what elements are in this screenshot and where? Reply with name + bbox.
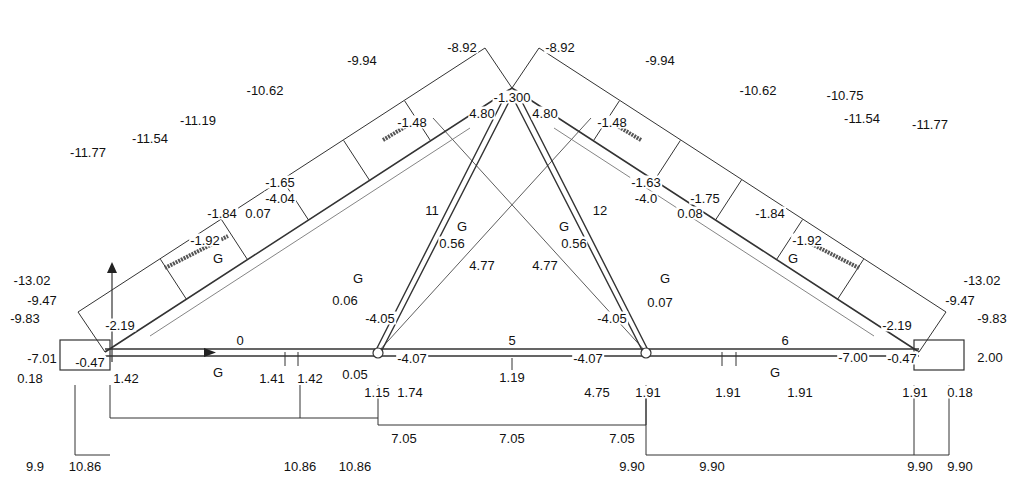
force-value: -10.62 [246, 84, 285, 97]
force-value: -13.02 [13, 274, 52, 287]
force-value: -4.05 [596, 312, 628, 325]
force-value: 7.05 [608, 432, 635, 445]
force-value: 5 [507, 334, 516, 347]
force-value: -9.83 [9, 312, 41, 325]
force-value: -9.94 [644, 54, 676, 67]
force-value: 6 [780, 334, 789, 347]
force-value: -7.00 [837, 351, 869, 364]
force-value: 2.00 [976, 351, 1003, 364]
force-value: -1.75 [689, 192, 721, 205]
force-value: 4.75 [583, 386, 610, 399]
force-value: G [659, 272, 671, 285]
force-value: -9.94 [346, 54, 378, 67]
force-value: -11.77 [69, 146, 107, 159]
force-value: -10.75 [826, 89, 865, 102]
force-value: -10.62 [739, 84, 778, 97]
force-value: 7.05 [498, 432, 525, 445]
force-value: 0.18 [946, 386, 973, 399]
force-value: 10.86 [338, 460, 373, 473]
force-value: 4.80 [531, 107, 558, 120]
force-value: G [456, 220, 468, 233]
force-value: G [769, 366, 781, 379]
force-value: -11.54 [843, 112, 881, 125]
force-value: 0.07 [646, 296, 673, 309]
force-value: -1.48 [396, 116, 428, 129]
force-value: -0.47 [886, 352, 918, 365]
force-value: -8.92 [446, 41, 478, 54]
force-value: 1.91 [901, 386, 928, 399]
force-value: 0 [235, 334, 244, 347]
force-value: 10.86 [283, 460, 318, 473]
force-value: 9.90 [698, 460, 725, 473]
force-value: 0.08 [676, 207, 703, 220]
force-value: G [787, 252, 799, 265]
force-value: 9.90 [618, 460, 645, 473]
force-value: 1.91 [714, 386, 741, 399]
force-value: -1.84 [754, 207, 786, 220]
force-value: 9.90 [946, 460, 973, 473]
force-value: 1.91 [634, 386, 661, 399]
force-value: 1.42 [112, 372, 139, 385]
force-value: -7.01 [26, 352, 58, 365]
force-value: -9.83 [976, 312, 1008, 325]
force-value: 10.86 [68, 460, 103, 473]
force-value: -4.04 [264, 192, 296, 205]
force-value: -8.92 [544, 41, 576, 54]
force-value: 1.91 [786, 386, 813, 399]
force-value: -2.19 [881, 319, 913, 332]
force-value: -1.92 [189, 234, 221, 247]
force-value: 1.74 [396, 386, 423, 399]
force-value: -4.07 [396, 352, 428, 365]
force-value: G [212, 366, 224, 379]
force-value: -1.84 [206, 207, 238, 220]
force-value: 0.56 [560, 237, 587, 250]
force-value: -9.47 [26, 294, 58, 307]
force-value: G [352, 272, 364, 285]
force-value: 0.56 [438, 237, 465, 250]
force-value: 11 [424, 204, 440, 217]
force-value: 4.77 [468, 259, 495, 272]
force-value: -4.0 [634, 192, 658, 205]
force-value: 9.90 [906, 460, 933, 473]
force-value: 1.19 [498, 371, 525, 384]
force-value: -0.47 [74, 356, 106, 369]
force-value: G [558, 220, 570, 233]
force-value: 0.07 [244, 207, 271, 220]
force-value: 12 [592, 204, 608, 217]
force-value: G [212, 252, 224, 265]
force-value: -11.19 [179, 114, 217, 127]
force-value: 0.18 [16, 372, 43, 385]
force-value: -9.47 [944, 294, 976, 307]
force-value: 0.06 [331, 294, 358, 307]
force-value: -1.48 [596, 116, 628, 129]
force-value: 1.41 [258, 372, 285, 385]
force-value: 9.9 [25, 460, 45, 473]
force-value: 4.80 [468, 107, 495, 120]
force-value: -4.05 [364, 312, 396, 325]
force-value: -1.92 [791, 234, 823, 247]
force-value: -1.63 [630, 176, 662, 189]
force-value: -4.07 [572, 352, 604, 365]
force-value: 1.42 [296, 372, 323, 385]
force-value: -11.54 [131, 132, 169, 145]
force-value: 0.05 [341, 368, 368, 381]
force-value: -1.300 [493, 91, 532, 104]
force-value: -1.65 [264, 176, 296, 189]
force-value: 1.15 [363, 386, 390, 399]
force-value: 7.05 [390, 432, 417, 445]
force-value: 4.77 [531, 259, 558, 272]
force-value: -2.19 [104, 319, 136, 332]
force-value: -13.02 [963, 274, 1002, 287]
force-value: -11.77 [911, 118, 949, 131]
